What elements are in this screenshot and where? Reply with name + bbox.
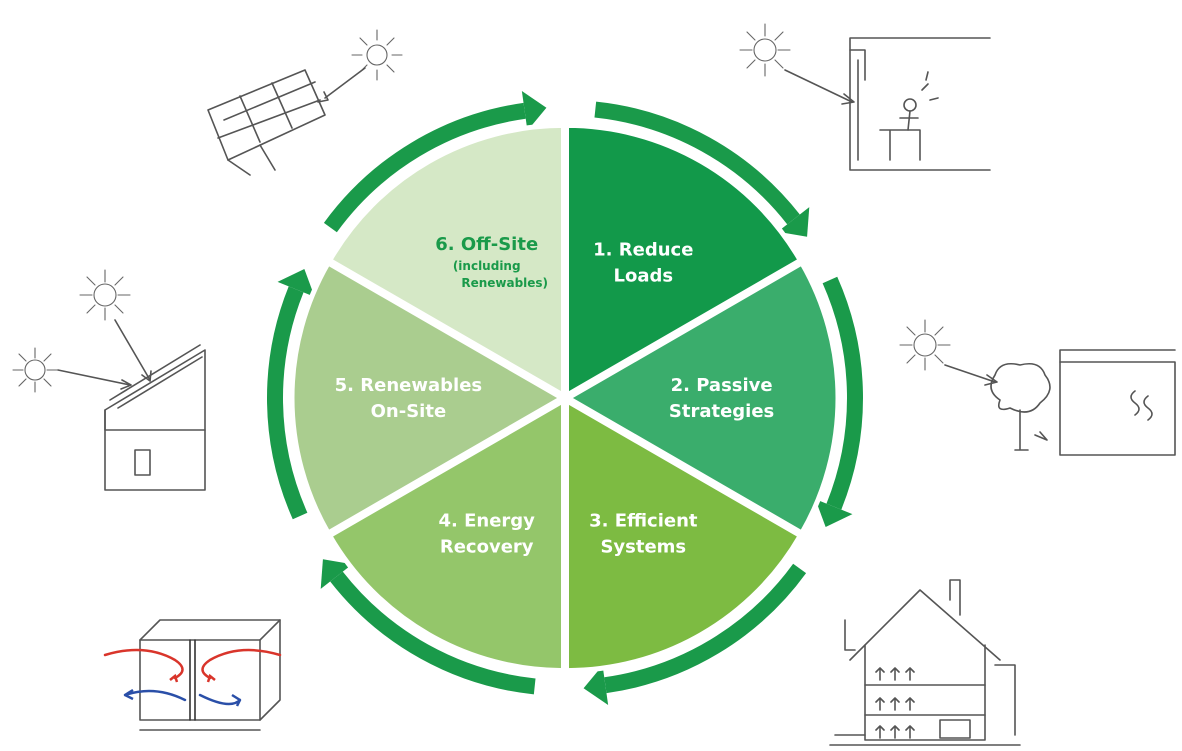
solar-panel-sketch-icon — [207, 29, 403, 176]
segment-1 — [564, 122, 804, 400]
cycle-arrowhead-6 — [521, 91, 547, 131]
cycle-arrow-arc-1 — [594, 101, 800, 225]
heat-exchanger-sketch-icon — [103, 619, 282, 731]
segment-6 — [326, 122, 566, 400]
cycle-arrow-arc-2 — [822, 276, 863, 510]
segment-1-label-line-2: Loads — [614, 265, 674, 286]
cycle-arrowhead-2 — [815, 499, 853, 528]
cycle-arrow-arc-4 — [330, 571, 536, 695]
segment-3-label-line-2: Systems — [600, 537, 686, 558]
tree-shading-sketch-icon — [899, 319, 1176, 456]
segment-4-label-line-2: Recovery — [440, 537, 534, 558]
segment-2-label-line-1: 2. Passive — [671, 375, 773, 396]
pie-segments — [289, 122, 841, 674]
segment-6-sublabel-line-1: (including — [453, 259, 521, 273]
cycle-arrowhead-1 — [777, 207, 810, 237]
cycle-arrowhead-4 — [320, 559, 353, 589]
cycle-arrow-arc-5 — [267, 286, 308, 520]
rooftop-solar-house-sketch-icon — [12, 269, 206, 491]
segment-3 — [564, 396, 804, 674]
cycle-arrow-ring — [267, 91, 863, 705]
segment-6-sublabel-line-2: Renewables) — [461, 276, 548, 290]
segment-5-label-line-2: On-Site — [371, 401, 447, 422]
segment-2-label-line-2: Strategies — [669, 401, 774, 422]
segment-1-label-line-1: 1. Reduce — [593, 239, 693, 260]
cycle-arrow-arc-3 — [604, 563, 807, 694]
segment-4-label-line-1: 4. Energy — [438, 511, 535, 532]
house-airflow-sketch-icon — [829, 579, 1021, 746]
segment-3-label-line-1: 3. Efficient — [589, 511, 698, 532]
segment-5-label-line-1: 5. Renewables — [335, 375, 482, 396]
daylighting-room-sketch-icon — [739, 23, 991, 171]
cycle-arrowhead-3 — [583, 665, 609, 705]
segment-6-label-line-1: 6. Off-Site — [435, 234, 538, 255]
segment-5 — [289, 259, 568, 537]
segment-2 — [562, 259, 841, 537]
cycle-arrowhead-5 — [277, 268, 315, 297]
segment-4 — [326, 396, 566, 674]
cycle-arrow-arc-6 — [323, 102, 526, 233]
